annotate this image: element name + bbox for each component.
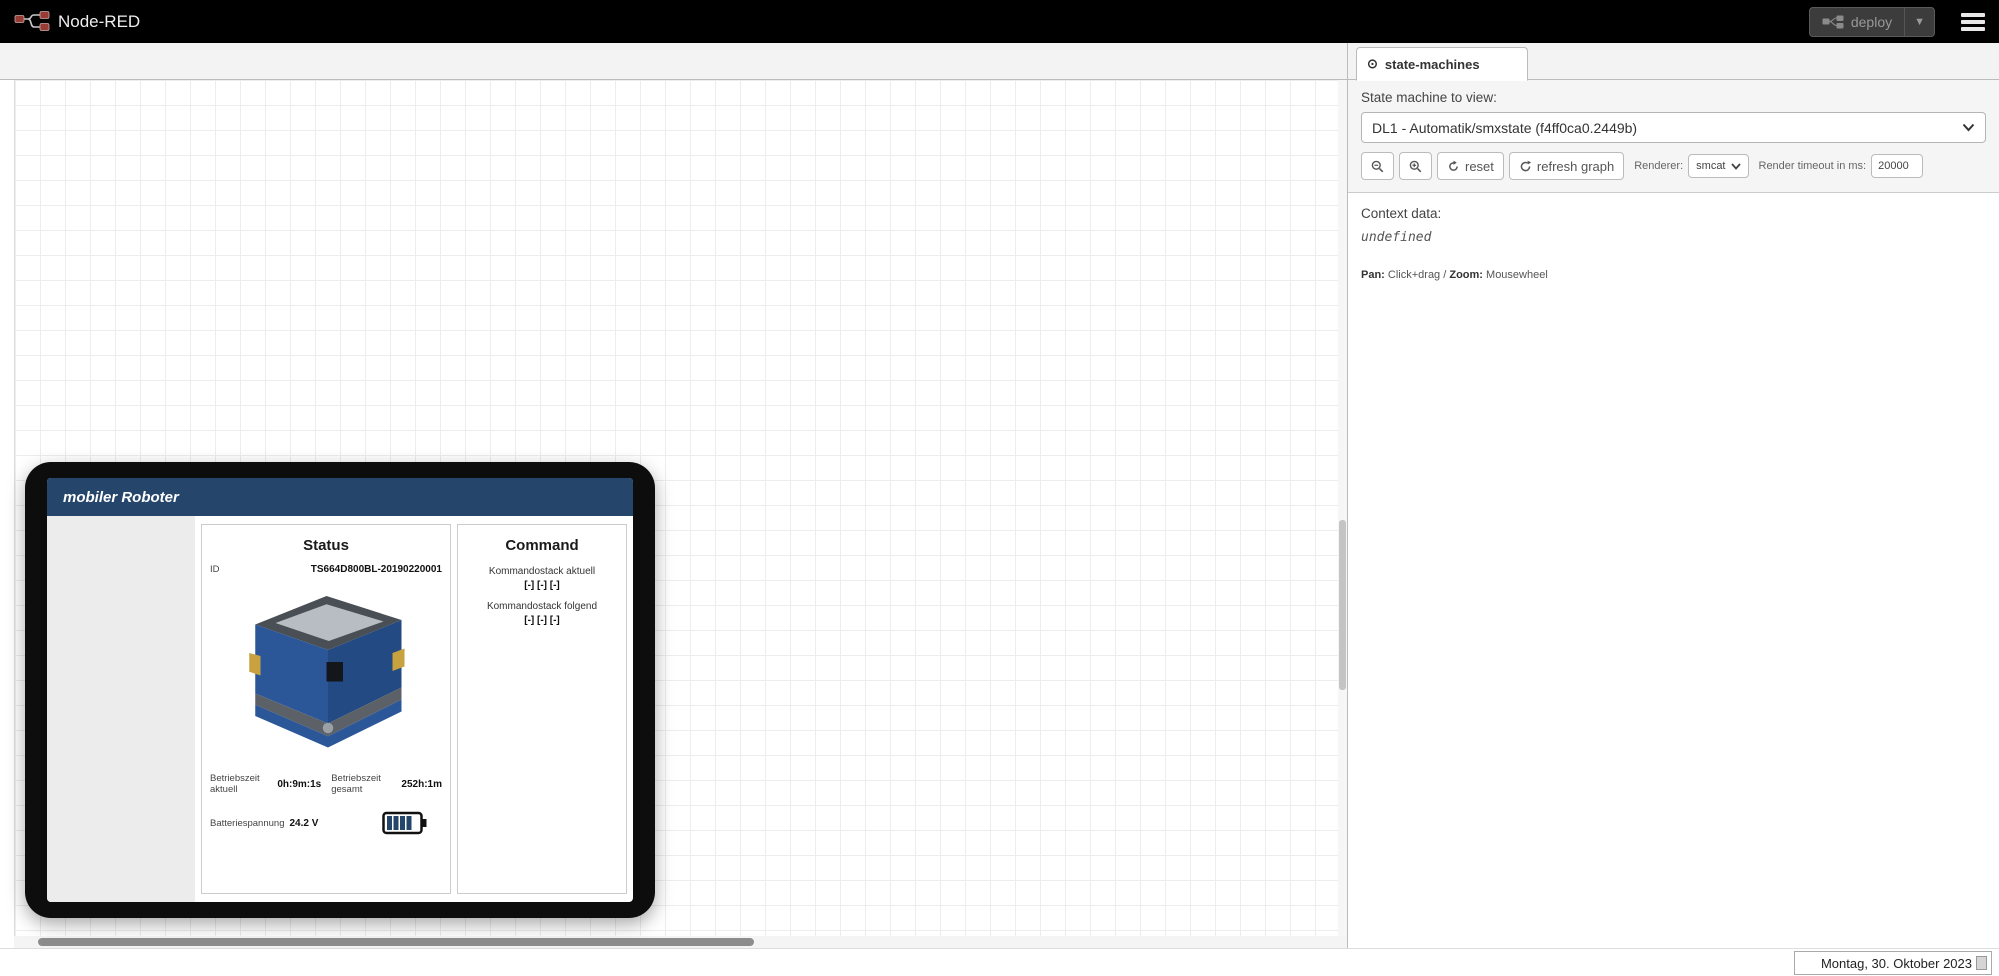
timeout-input[interactable]: 20000 [1871,154,1924,178]
stack-next-value: [-] [-] [-] [524,615,560,626]
renderer-label: Renderer: [1634,160,1684,172]
zoom-in-button[interactable] [1399,152,1432,180]
deploy-options-caret[interactable]: ▼ [1904,7,1934,36]
chevron-down-icon [1730,162,1741,170]
zoom-out-icon [1371,160,1384,172]
date-display[interactable]: Montag, 30. Oktober 2023 [1794,951,1992,975]
main-menu-button[interactable] [1961,10,1985,34]
command-panel-title: Command [505,537,579,554]
canvas-horizontal-scrollbar[interactable] [14,936,1347,948]
statemachine-controls: State machine to view: DL1 - Automatik/s… [1348,80,1999,193]
status-panel: Status ID TS664D800BL-20190220001 [201,524,451,894]
statemachine-select[interactable]: DL1 - Automatik/smxstate (f4ff0ca0.2449b… [1361,112,1986,143]
context-data-value: undefined [1361,230,1432,245]
total-uptime-value: 252h:1m [401,778,442,790]
renderer-select[interactable]: smcat [1688,154,1749,178]
robot-id-label: ID [210,564,220,575]
refresh-graph-button[interactable]: refresh graph [1508,152,1625,180]
dashboard-menu [47,516,195,902]
tablet-dashboard-overlay: mobiler Roboter Status ID TS664D800BL-20… [25,462,655,918]
reset-icon [1449,160,1458,171]
timeout-label: Render timeout in ms: [1758,160,1867,172]
flow-tabbar [0,43,1347,80]
stack-next-label: Kommandostack folgend [486,601,598,612]
pan-zoom-hint: Pan: Click+drag / Zoom: Mousewheel [1361,269,1548,281]
zoom-out-button[interactable] [1361,152,1394,180]
command-panel: Command Kommandostack aktuell [-] [-] [-… [457,524,627,894]
app-header: Node-RED deploy ▼ [0,0,1999,43]
dashboard-title: mobiler Roboter [63,488,179,506]
date-text: Montag, 30. Oktober 2023 [1820,955,1972,971]
view-select-label: State machine to view: [1361,90,1497,105]
deploy-icon [1822,15,1844,28]
robot-image [210,581,442,749]
stack-current-value: [-] [-] [-] [524,580,560,591]
uptime-label: Betriebszeit aktuell [210,773,260,795]
status-panel-title: Status [303,537,349,554]
statemachine-diagram[interactable] [1360,335,1988,976]
dashboard-titlebar: mobiler Roboter [47,478,633,516]
sidebar-tabbar: ⊙ state-machines [1348,43,1999,81]
deploy-label: deploy [1850,13,1893,30]
zoom-in-icon [1409,160,1422,172]
chevron-down-icon [1962,123,1975,132]
deploy-button[interactable]: deploy ▼ [1808,6,1935,37]
canvas-vertical-scrollbar[interactable] [1338,80,1347,936]
robot-id-value: TS664D800BL-20190220001 [310,564,442,575]
total-uptime-label: Betriebszeit gesamt [331,773,381,795]
refresh-icon [1520,160,1532,171]
battery-value: 24.2 V [289,817,319,829]
stack-current-label: Kommandostack aktuell [488,566,596,577]
node-red-logo [14,10,50,31]
page-footer: Montag, 30. Oktober 2023 [0,948,1999,976]
state-machines-icon: ⊙ [1367,56,1378,71]
uptime-value: 0h:9m:1s [277,778,322,790]
tab-state-machines[interactable]: ⊙ state-machines [1356,47,1528,81]
battery-icon [382,811,427,835]
app-title: Node-RED [58,11,141,31]
context-data-label: Context data: [1361,206,1442,221]
reset-view-button[interactable]: reset [1437,152,1504,180]
date-picker-icon [1976,956,1987,970]
right-sidebar: ⊙ state-machines State machine to view: … [1347,43,1999,948]
battery-label: Batteriespannung [210,817,285,829]
